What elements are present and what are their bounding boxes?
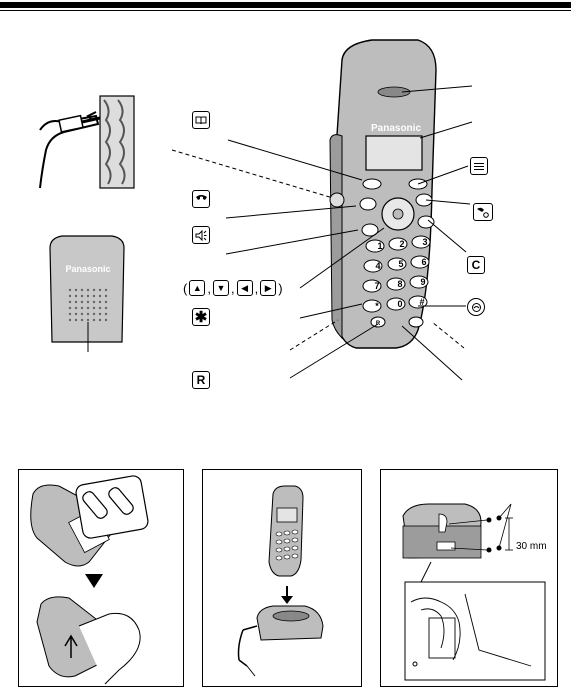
battery-install-illustration: [30, 475, 149, 685]
header-rule: [0, 2, 571, 8]
wall-mount-panel: 30 mm: [380, 469, 558, 687]
intercom-icon: [467, 298, 485, 316]
recall-key-icon: R: [192, 371, 210, 389]
speakerphone-icon: [192, 226, 210, 244]
clear-key-label: C: [471, 258, 481, 272]
svg-text:0: 0: [397, 299, 402, 309]
callout-lines: [171, 85, 473, 381]
handset-diagram: Panasonic Panasonic: [39, 39, 473, 381]
svg-text:8: 8: [397, 279, 402, 289]
base-placement-panel: [202, 469, 362, 687]
navigation-keys-group: ( ▲, ▼, ◀, ▶ ): [183, 280, 283, 296]
handset-front-illustration: Panasonic 1 2 3 4 5 6 7 8 9 * 0 # R: [329, 39, 437, 349]
svg-text:2: 2: [399, 239, 404, 249]
back-brand-text: Panasonic: [65, 264, 110, 274]
recall-key-label: R: [196, 373, 206, 387]
talk-icon: [192, 190, 210, 208]
svg-text:*: *: [375, 301, 379, 311]
phonebook-icon: [192, 111, 210, 129]
headset-jack-illustration: [39, 95, 135, 189]
svg-text:5: 5: [398, 259, 403, 269]
svg-text:9: 9: [420, 277, 425, 287]
down-arrow-icon: ▼: [212, 280, 229, 296]
svg-text:1: 1: [377, 241, 382, 251]
svg-text:R: R: [376, 321, 381, 327]
svg-text:7: 7: [374, 281, 379, 291]
tone-star-icon: ✱: [192, 308, 210, 326]
left-arrow-icon: ◀: [236, 280, 253, 296]
battery-install-panel: [18, 469, 184, 687]
handset-back-illustration: Panasonic: [49, 235, 125, 352]
menu-icon: [470, 157, 488, 175]
svg-text:6: 6: [421, 257, 426, 267]
front-brand-text: Panasonic: [371, 123, 421, 134]
header-rule-thin: [0, 10, 571, 11]
right-arrow-icon: ▶: [260, 280, 277, 296]
up-arrow-icon: ▲: [189, 280, 206, 296]
off-icon: [473, 203, 493, 221]
svg-text:4: 4: [375, 261, 380, 271]
svg-text:3: 3: [422, 237, 427, 247]
svg-text:#: #: [419, 297, 424, 307]
base-placement-illustration: [237, 485, 324, 677]
wall-mount-illustration: [402, 503, 546, 681]
wall-mount-distance-label: 30 mm: [516, 541, 547, 552]
clear-key-icon: C: [467, 256, 485, 274]
